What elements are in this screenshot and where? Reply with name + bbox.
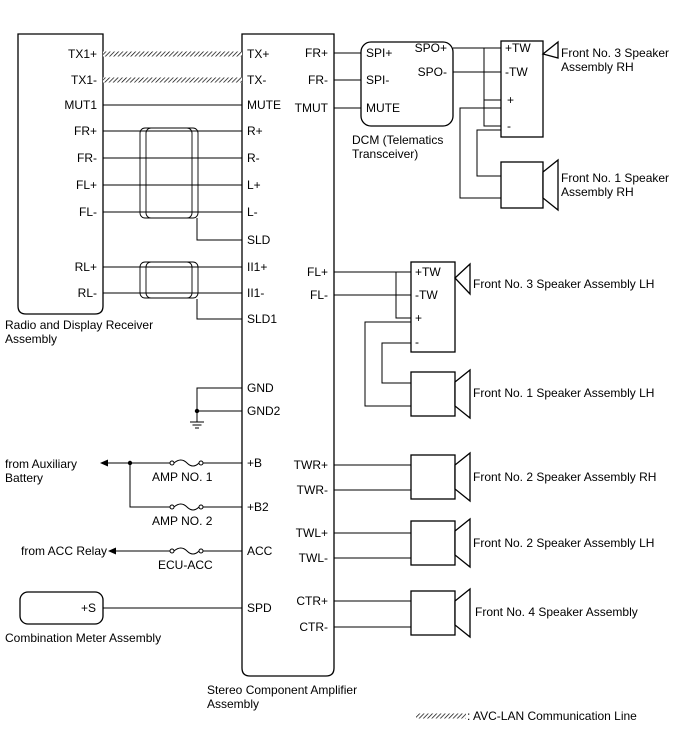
arrow-right-icon: [100, 459, 108, 467]
speaker-fr1-lh: [410, 368, 471, 420]
speaker-fr2-lh: [410, 517, 471, 569]
speaker-fr1-rh: [500, 158, 559, 212]
dcm-pin: SPO+: [415, 41, 447, 55]
speaker-fr2-rh: [410, 451, 471, 503]
radio-pin: FL-: [79, 205, 97, 219]
amp-pin: FL-: [310, 288, 328, 302]
radio-pin: TX1-: [71, 73, 97, 87]
dcm-pin: SPI+: [366, 46, 392, 60]
radio-pin: FR+: [74, 124, 97, 138]
dcm-pin: MUTE: [366, 101, 400, 115]
dcm-label: Transceiver): [352, 147, 418, 161]
aux-battery-label: from Auxiliary: [5, 457, 77, 471]
speaker-label: Front No. 3 Speaker Assembly LH: [473, 277, 654, 291]
amp-pin: FR-: [308, 73, 328, 87]
shield-front: [139, 127, 199, 219]
radio-pin: FL+: [76, 178, 97, 192]
meter-pin: +S: [81, 601, 96, 615]
junctions: [127, 408, 200, 466]
amp-pin: +B2: [247, 500, 269, 514]
amp-pin: II1-: [247, 286, 264, 300]
speaker-label: Front No. 1 Speaker: [561, 171, 669, 185]
wires: [103, 47, 501, 628]
aux-battery-label: Battery: [5, 471, 43, 485]
amp-pin: R-: [247, 151, 260, 165]
speaker-pin: -TW: [415, 288, 438, 302]
radio-pin: RL+: [75, 260, 97, 274]
amp-pin: TX-: [247, 73, 266, 87]
radio-pin: TX1+: [68, 47, 97, 61]
speaker-label: Front No. 3 Speaker: [561, 46, 669, 60]
speaker-pin: +: [507, 93, 514, 107]
amp-pin: GND2: [247, 404, 281, 418]
speaker-pin: +TW: [415, 265, 441, 279]
speaker-label: Front No. 2 Speaker Assembly LH: [473, 536, 654, 550]
amp-pin: FL+: [307, 265, 328, 279]
shield-rear-inner: [145, 261, 193, 299]
speaker-label: Front No. 4 Speaker Assembly: [475, 605, 638, 619]
arrow-right-icon: [108, 547, 116, 555]
amp-pin: FR+: [305, 46, 328, 60]
radio-pin: FR-: [77, 151, 97, 165]
amp-pin: SPD: [247, 601, 272, 615]
amp-pin: TWR-: [297, 483, 328, 497]
amp-pin: CTR+: [296, 594, 328, 608]
radio-pin: MUT1: [64, 98, 97, 112]
radio-receiver-label: Radio and Display Receiver: [5, 318, 153, 332]
speaker-label: Assembly RH: [561, 185, 634, 199]
amp-pin: ACC: [247, 544, 273, 558]
fuse-label: AMP NO. 2: [152, 514, 213, 528]
amp-pin: SLD1: [247, 312, 277, 326]
fuse-label: ECU-ACC: [158, 558, 213, 572]
amp-pin: TWL+: [296, 526, 328, 540]
speaker-pin: -TW: [505, 65, 528, 79]
dcm-pin: SPI-: [366, 73, 389, 87]
speaker-pin: +: [415, 311, 422, 325]
fuse-label: AMP NO. 1: [152, 470, 213, 484]
speaker-label: Front No. 2 Speaker Assembly RH: [473, 470, 656, 484]
speaker-pin: +TW: [505, 41, 531, 55]
amp-pin: GND: [247, 381, 274, 395]
amp-pin: SLD: [247, 233, 271, 247]
speaker-fr3-lh: [410, 261, 471, 353]
speaker-pin: -: [415, 335, 419, 349]
fuse-icon: [169, 503, 204, 511]
fuse-icon: [169, 459, 204, 467]
amp-pin: II1+: [247, 260, 267, 274]
shield-front-inner: [145, 127, 193, 219]
acc-relay-label: from ACC Relay: [21, 544, 107, 558]
radio-receiver-box: [17, 33, 104, 315]
amplifier-box: [241, 33, 335, 677]
amp-pin: L-: [247, 205, 258, 219]
amp-pin: CTR-: [299, 620, 328, 634]
amp-pin: +B: [247, 456, 262, 470]
speaker-fr3-rh: [500, 40, 559, 138]
amp-pin: MUTE: [247, 98, 281, 112]
amp-pin: TWR+: [294, 458, 328, 472]
radio-receiver-label: Assembly: [5, 332, 57, 346]
amplifier-label: Assembly: [207, 697, 259, 711]
amplifier-label: Stereo Component Amplifier: [207, 683, 357, 697]
amp-pin: L+: [247, 178, 261, 192]
speaker-fr4: [410, 587, 471, 639]
amp-pin: TMUT: [295, 101, 329, 115]
speaker-label: Front No. 1 Speaker Assembly LH: [473, 386, 654, 400]
speaker-pin: -: [507, 119, 511, 133]
legend-label: : AVC-LAN Communication Line: [467, 709, 637, 723]
dcm-label: DCM (Telematics: [352, 133, 443, 147]
amp-pin: R+: [247, 124, 263, 138]
amp-pin: TWL-: [299, 551, 328, 565]
combination-meter-label: Combination Meter Assembly: [5, 631, 161, 645]
fuse-icon: [169, 547, 204, 555]
dcm-box: [360, 41, 454, 127]
dcm-pin: SPO-: [418, 65, 447, 79]
amp-pin: TX+: [247, 47, 269, 61]
speaker-label: Assembly RH: [561, 60, 634, 74]
radio-pin: RL-: [78, 286, 97, 300]
